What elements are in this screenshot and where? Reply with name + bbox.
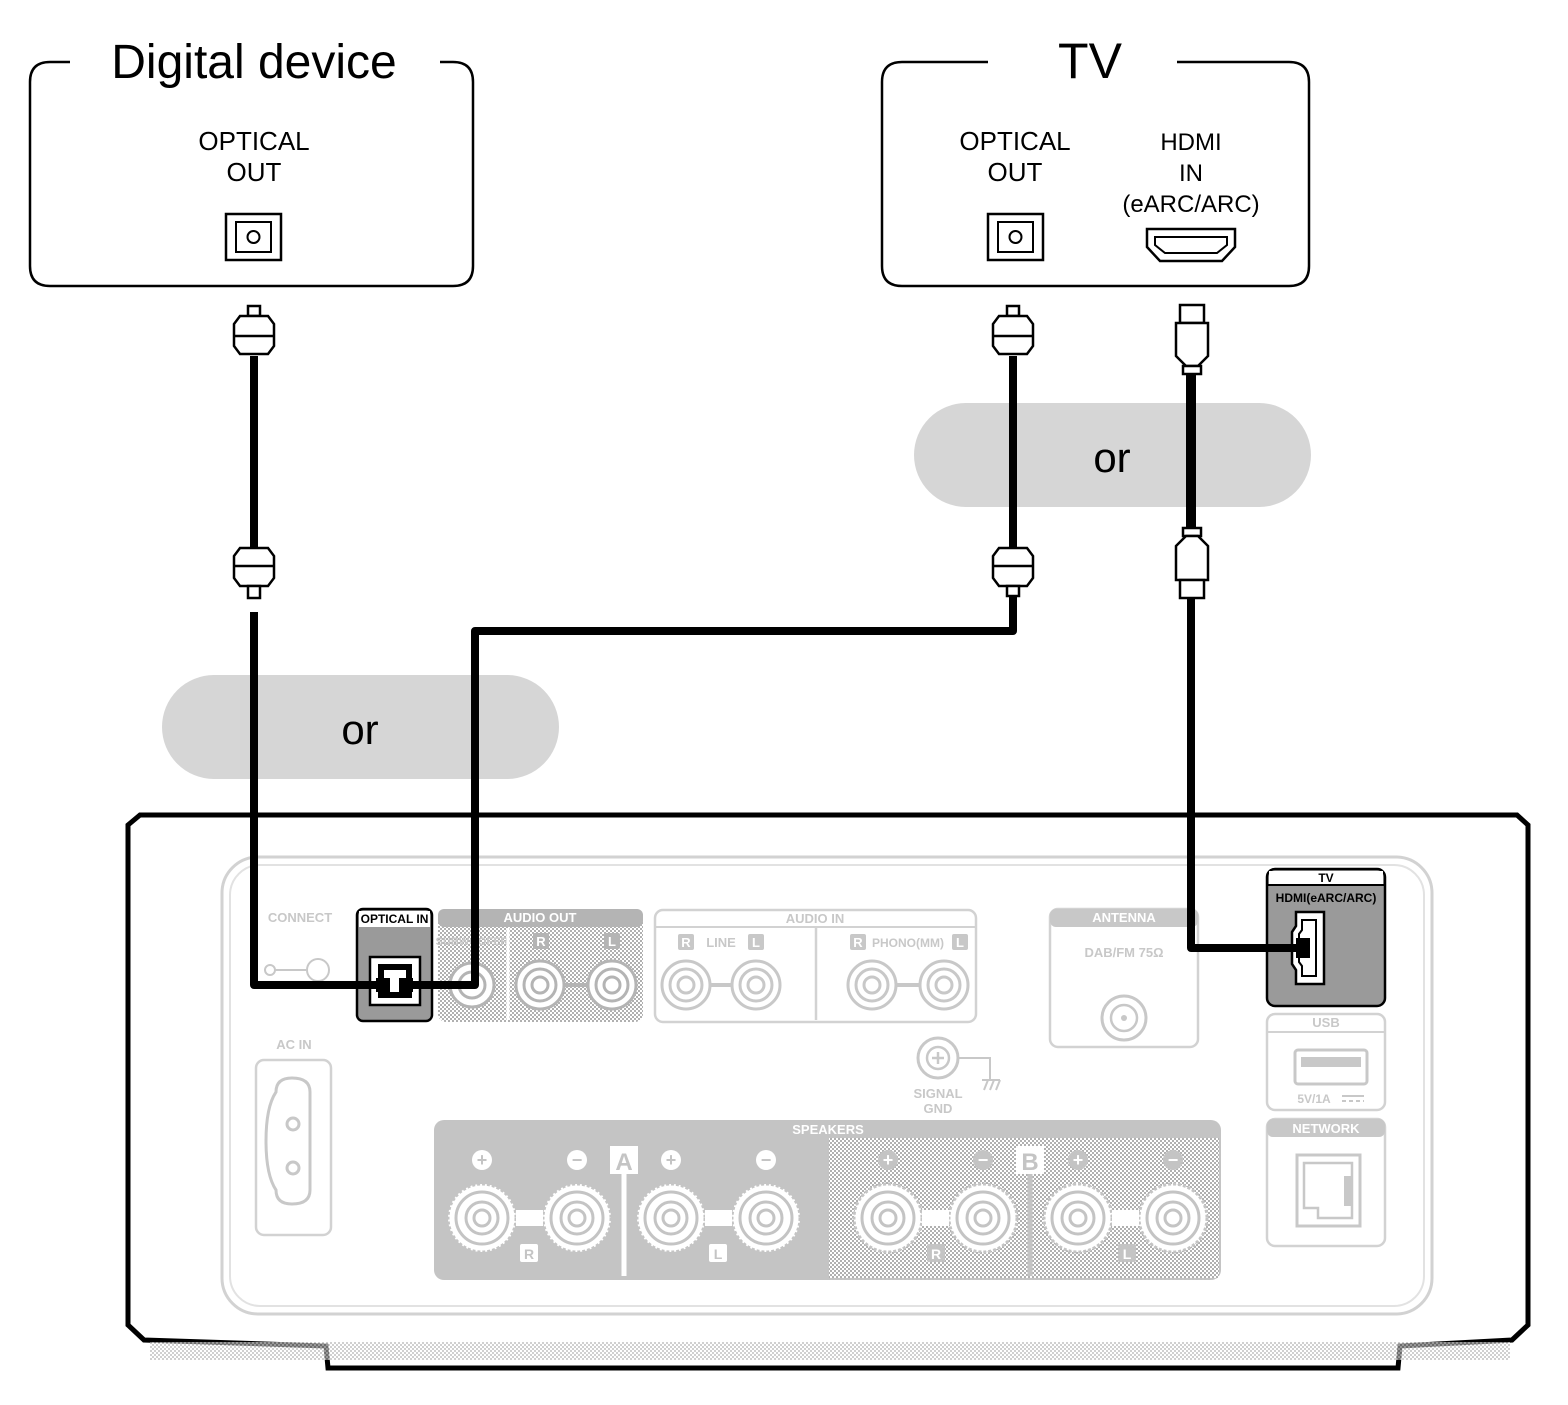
optical-plug-icon [232,546,276,600]
svg-text:−: − [978,1150,989,1170]
speaker-terminal-b-r-plus [852,1182,924,1254]
gnd-label: GND [924,1101,953,1116]
tv-hdmi-label-3: (eARC/ARC) [1122,191,1259,218]
tv-optical-label-1: OPTICAL [959,126,1070,156]
speaker-a-r-plus-icon [472,1150,492,1170]
optical-in-port: OPTICAL IN [355,907,434,1023]
speaker-b-r-plus-icon [878,1150,898,1170]
hdmi-port-label: HDMI(eARC/ARC) [1276,891,1377,905]
audio-out-label: AUDIO OUT [504,910,577,925]
audio-out-panel: AUDIO OUT SUBWOOFER R L [436,909,643,1022]
line-l-label: L [752,935,760,950]
tv-port-label: TV [1318,871,1333,885]
digital-device-box: Digital device OPTICAL OUT [28,36,475,288]
signal-label: SIGNAL [913,1086,962,1101]
optical-plug-icon [232,304,276,356]
hdmi-plug-icon [1174,526,1210,600]
svg-text:+: + [477,1150,488,1170]
signal-gnd-terminal: SIGNAL GND [913,1036,1001,1116]
tv-optical-out-port-icon [986,212,1045,262]
svg-text:−: − [761,1150,772,1170]
tv-hdmi-label-1: HDMI [1160,129,1221,156]
phono-l-label: L [956,935,964,950]
digital-optical-label-2: OUT [227,157,282,187]
digital-device-title: Digital device [111,36,396,89]
tv-hdmi-label-2: IN [1179,160,1203,187]
tv-optical-label-2: OUT [988,157,1043,187]
speaker-terminal-a-l-minus [730,1182,802,1254]
ac-in-socket: AC IN [254,1037,333,1237]
optical-in-plug-tip-icon [376,978,390,992]
line-label: LINE [706,935,736,950]
optical-plug-icon [991,546,1035,598]
network-port: NETWORK [1265,1117,1387,1248]
or-label-left: or [341,706,378,753]
speaker-b-label: B [1021,1149,1038,1176]
svg-text:−: − [1168,1150,1179,1170]
hdmi-plug-tip-icon [1296,938,1310,958]
cable-tv-optical [403,356,1017,989]
line-r-label: R [681,935,691,950]
speaker-a-l-plus-icon [661,1150,681,1170]
antenna-label: ANTENNA [1092,910,1156,925]
svg-text:+: + [883,1150,894,1170]
phono-r-label: R [853,935,863,950]
usb-port: USB 5V/1A [1265,1012,1387,1112]
speaker-a-l-label: L [714,1246,723,1262]
speaker-b-l-plus-icon [1068,1150,1088,1170]
network-label: NETWORK [1292,1121,1360,1136]
optical-plug-icon [991,304,1035,356]
usb-label: USB [1312,1015,1339,1030]
speaker-b-l-label: L [1123,1246,1132,1262]
speaker-a-r-minus-icon [567,1150,587,1170]
audio-in-panel: AUDIO IN R LINE L R PHONO(MM) L [653,908,978,1024]
hdmi-earc-port: TV HDMI(eARC/ARC) [1265,867,1387,1008]
or-pill-left: or [162,675,559,779]
tv-title: TV [1058,33,1123,89]
speaker-terminal-a-r-plus [446,1182,518,1254]
tv-device-box: TV OPTICAL OUT HDMI IN (eARC/ARC) [880,33,1311,288]
speaker-terminal-a-r-minus [541,1182,613,1254]
antenna-panel: ANTENNA DAB/FM 75Ω [1048,907,1200,1049]
optical-out-port-icon [224,212,283,262]
connect-label: CONNECT [268,910,332,925]
speaker-a-r-label: R [524,1246,534,1262]
speaker-b-r-minus-icon [973,1150,993,1170]
cable-digital-optical [250,356,386,989]
audio-out-l-label: L [608,934,616,949]
hdmi-in-port-icon [1145,227,1237,263]
hdmi-plug-icon [1174,303,1210,376]
speakers-panel: SPEAKERS A B + − + − + − + − [434,1120,1221,1280]
svg-text:+: + [666,1150,677,1170]
speaker-a-label: A [615,1149,632,1176]
or-label-right: or [1093,434,1130,481]
svg-text:−: − [572,1150,583,1170]
optical-in-label: OPTICAL IN [361,912,429,926]
speakers-label: SPEAKERS [792,1122,864,1137]
ac-in-label: AC IN [276,1037,311,1052]
speaker-terminal-b-l-plus [1042,1182,1114,1254]
or-pill-right: or [914,403,1311,507]
usb-sub-label: 5V/1A [1297,1092,1331,1106]
antenna-sub-label: DAB/FM 75Ω [1084,945,1163,960]
audio-out-r-label: R [536,934,546,949]
optical-in-plug-tip-icon [399,978,413,992]
speaker-b-r-label: R [931,1246,941,1262]
speaker-terminal-a-l-plus [635,1182,707,1254]
cable-tv-hdmi [1186,372,1300,952]
speaker-terminal-b-r-minus [947,1182,1019,1254]
svg-text:+: + [1073,1150,1084,1170]
digital-optical-label-1: OPTICAL [198,126,309,156]
speaker-b-l-minus-icon [1163,1150,1183,1170]
speaker-terminal-b-l-minus [1137,1182,1209,1254]
phono-label: PHONO(MM) [872,936,944,950]
audio-in-label: AUDIO IN [786,911,845,926]
speaker-a-l-minus-icon [756,1150,776,1170]
